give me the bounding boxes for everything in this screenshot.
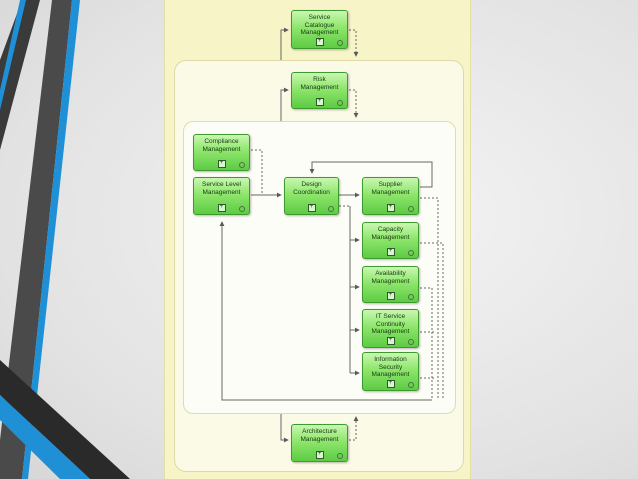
- expand-icon[interactable]: +: [386, 204, 395, 212]
- info-icon: [337, 453, 343, 459]
- architecture-management-box[interactable]: Architecture Management +: [291, 424, 348, 462]
- capacity-management-box[interactable]: Capacity Management +: [362, 222, 419, 259]
- info-icon: [408, 382, 414, 388]
- it-service-continuity-management-box[interactable]: IT Service Continuity Management +: [362, 309, 419, 348]
- info-icon: [408, 294, 414, 300]
- information-security-management-box[interactable]: Information Security Management +: [362, 352, 419, 391]
- service-level-management-box[interactable]: Service Level Management +: [193, 177, 250, 215]
- expand-icon[interactable]: +: [315, 38, 324, 46]
- info-icon: [337, 40, 343, 46]
- process-label: Service Level Management: [201, 181, 242, 196]
- info-icon: [328, 206, 334, 212]
- supplier-management-box[interactable]: Supplier Management +: [362, 177, 419, 215]
- expand-icon[interactable]: +: [315, 451, 324, 459]
- service-catalogue-management-box[interactable]: Service Catalogue Management +: [291, 10, 348, 49]
- design-coordination-box[interactable]: Design Coordination +: [284, 177, 339, 215]
- process-label: Architecture Management: [300, 428, 339, 443]
- availability-management-box[interactable]: Availability Management +: [362, 266, 419, 303]
- process-label: Service Catalogue Management: [300, 14, 339, 37]
- process-label: Compliance Management: [202, 138, 241, 153]
- expand-icon[interactable]: +: [217, 160, 226, 168]
- expand-icon[interactable]: +: [386, 292, 395, 300]
- expand-icon[interactable]: +: [307, 204, 316, 212]
- expand-icon[interactable]: +: [386, 248, 395, 256]
- info-icon: [408, 250, 414, 256]
- info-icon: [408, 206, 414, 212]
- process-label: Availability Management: [371, 270, 410, 285]
- process-label: Risk Management: [300, 76, 339, 91]
- slide-decoration: [0, 0, 130, 479]
- expand-icon[interactable]: +: [386, 337, 395, 345]
- process-label: Capacity Management: [371, 226, 410, 241]
- info-icon: [239, 206, 245, 212]
- expand-icon[interactable]: +: [217, 204, 226, 212]
- expand-icon[interactable]: +: [386, 380, 395, 388]
- process-label: IT Service Continuity Management: [371, 313, 410, 336]
- info-icon: [408, 339, 414, 345]
- expand-icon[interactable]: +: [315, 98, 324, 106]
- info-icon: [239, 162, 245, 168]
- process-label: Information Security Management: [371, 356, 410, 379]
- process-label: Supplier Management: [371, 181, 410, 196]
- risk-management-box[interactable]: Risk Management +: [291, 72, 348, 109]
- info-icon: [337, 100, 343, 106]
- compliance-management-box[interactable]: Compliance Management +: [193, 134, 250, 171]
- process-label: Design Coordination: [293, 181, 330, 196]
